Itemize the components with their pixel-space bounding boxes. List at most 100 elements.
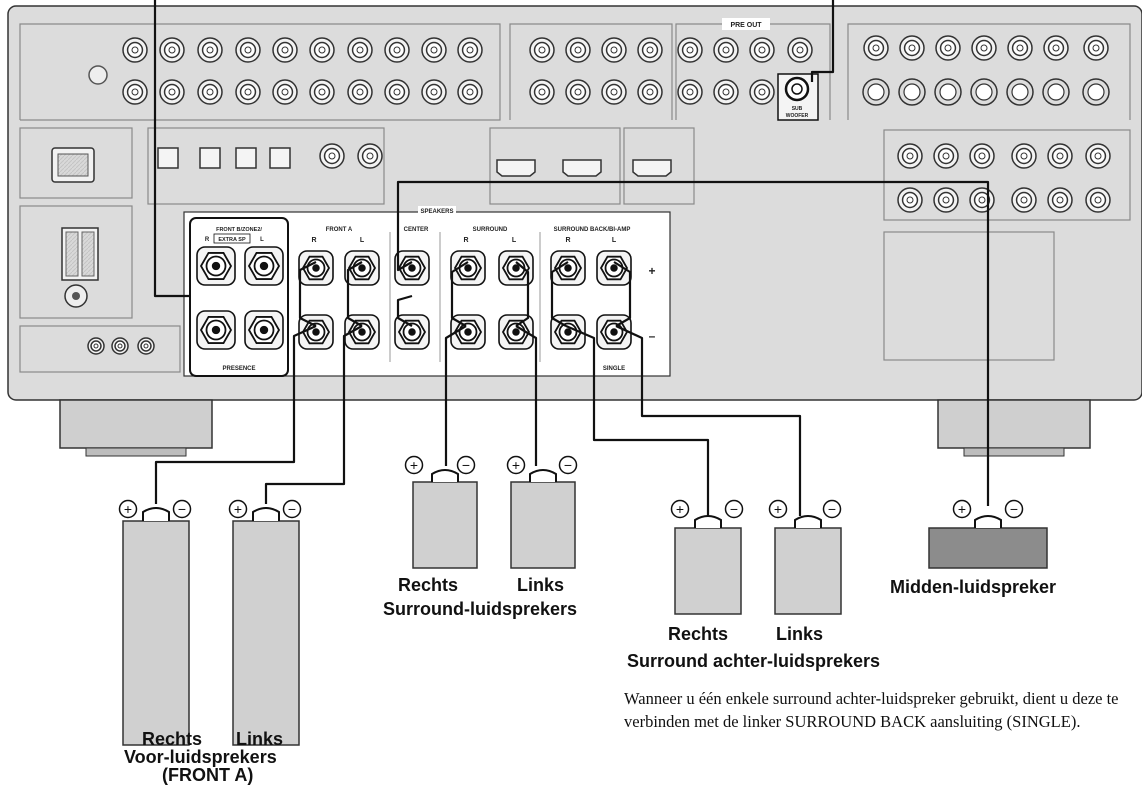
rca-jack: [272, 79, 298, 105]
surround-right-wire-plus: [450, 261, 469, 327]
pre-out-label: PRE OUT: [730, 22, 762, 29]
surround-left-wire-plus: [515, 261, 530, 327]
rca-jack: [935, 35, 961, 61]
rca-jack: [637, 37, 663, 63]
rca-jack: [899, 35, 925, 61]
svg-text:−: −: [730, 501, 738, 517]
back-left-caption: Links: [776, 624, 824, 644]
rca-jack: [319, 143, 345, 169]
front-a-label: FRONT A: [326, 227, 353, 233]
svg-text:+: +: [958, 501, 966, 517]
surround-label: SURROUND: [473, 227, 508, 233]
rca-jack: [347, 37, 373, 63]
s-video-jack: [970, 78, 998, 106]
front-left-caption: Links: [236, 729, 284, 749]
speaker-terminals: [196, 246, 632, 350]
presence-label: PRESENCE: [222, 366, 255, 372]
svg-text:−: −: [1010, 501, 1018, 517]
rca-jack: [637, 79, 663, 105]
plus-marker: +: [118, 499, 138, 519]
minus-marker: −: [724, 499, 744, 519]
plus-marker: +: [670, 499, 690, 519]
rca-jack: [601, 79, 627, 105]
front-left-wire-plus: [346, 261, 363, 327]
rca-jack: [601, 37, 627, 63]
binding-post: [298, 250, 334, 286]
misc-connectors: [51, 65, 672, 308]
binding-post: [394, 314, 430, 350]
rca-jack: [1047, 187, 1073, 213]
svg-text:+: +: [774, 501, 782, 517]
rca-jack: [933, 143, 959, 169]
back-group-caption: Surround achter-luidsprekers: [627, 651, 881, 671]
minus-marker: −: [822, 499, 842, 519]
woofer-label: WOOFER: [786, 113, 809, 119]
front-sub-caption: (FRONT A): [162, 765, 254, 785]
binding-post: [498, 250, 534, 286]
rca-jack: [357, 143, 383, 169]
s-video-jack: [934, 78, 962, 106]
minus-marker: −: [1004, 499, 1024, 519]
rca-jack: [272, 37, 298, 63]
binding-post: [298, 314, 334, 350]
front-right-caption: Rechts: [142, 729, 203, 749]
rca-jack: [197, 37, 223, 63]
rca-jack: [235, 37, 261, 63]
rca-jack: [457, 37, 483, 63]
rca-jack: [347, 79, 373, 105]
rca-jacks: [87, 35, 1111, 355]
rca-jack: [87, 337, 105, 355]
rca-jack: [749, 79, 775, 105]
surround-right-speaker: [412, 469, 478, 569]
surround-group-caption: Surround-luidsprekers: [383, 599, 578, 619]
s-video-jack: [1042, 78, 1070, 106]
rca-jack: [111, 337, 129, 355]
rca-jack: [971, 35, 997, 61]
rca-jack: [122, 79, 148, 105]
single-speaker-note: Wanneer u één enkele surround achter-lui…: [624, 689, 1119, 731]
plus-marker: +: [952, 499, 972, 519]
binding-post: [344, 250, 380, 286]
rca-jack: [787, 37, 813, 63]
front-a-l-label: L: [360, 237, 365, 244]
rca-jack: [309, 79, 335, 105]
surround-right-wire: [444, 325, 467, 466]
minus-marker: −: [456, 455, 476, 475]
svg-text:−: −: [462, 457, 470, 473]
surround-back-label: SURROUND BACK/BI-AMP: [554, 227, 631, 233]
rca-jack: [1085, 187, 1111, 213]
surround-left-caption: Links: [517, 575, 565, 595]
rca-jack: [863, 35, 889, 61]
pre-out-label-bg: [722, 18, 770, 30]
s-video-jack: [898, 78, 926, 106]
rca-jack: [677, 37, 703, 63]
center-wire-minus: [396, 294, 413, 327]
surround-left-wire: [515, 325, 538, 466]
rca-jack: [197, 79, 223, 105]
svg-text:−: −: [828, 501, 836, 517]
plus-marker: +: [768, 499, 788, 519]
surround-right-caption: Rechts: [398, 575, 459, 595]
svg-text:−: −: [178, 501, 186, 517]
svg-text:+: +: [124, 501, 132, 517]
rca-jack: [529, 37, 555, 63]
binding-post: [244, 246, 284, 286]
rca-jack: [713, 37, 739, 63]
surround-back-right-speaker: [674, 515, 742, 615]
back-right-wire: [565, 324, 710, 516]
extra-sp-label: EXTRA SP: [218, 237, 246, 243]
surround-back-r-label: R: [565, 237, 570, 244]
rca-jack: [529, 79, 555, 105]
binding-post: [550, 250, 586, 286]
rca-jack: [565, 37, 591, 63]
center-speaker: [928, 515, 1048, 569]
surround-r-label: R: [463, 237, 468, 244]
rca-jack: [677, 79, 703, 105]
speakers-label: SPEAKERS: [420, 209, 453, 215]
svg-text:+: +: [676, 501, 684, 517]
rca-jack: [897, 187, 923, 213]
rca-jack: [384, 37, 410, 63]
rca-jack: [749, 37, 775, 63]
center-caption: Midden-luidspreker: [890, 577, 1057, 597]
